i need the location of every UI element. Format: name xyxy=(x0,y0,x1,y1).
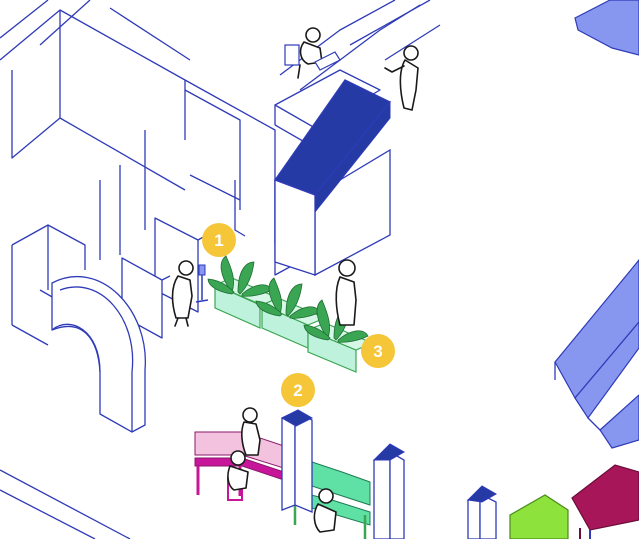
lime-block xyxy=(510,495,568,539)
marker-3: 3 xyxy=(361,334,395,368)
person-visitor xyxy=(336,260,356,325)
marker-1-label: 1 xyxy=(214,231,223,250)
marker-2: 2 xyxy=(281,373,315,407)
top-right-shape xyxy=(575,0,639,55)
marker-3-label: 3 xyxy=(373,342,382,361)
person-seated-mint-desk xyxy=(314,489,336,532)
marker-2-label: 2 xyxy=(293,381,302,400)
maroon-block xyxy=(572,465,639,530)
marker-1: 1 xyxy=(202,223,236,257)
person-seated-pink-desk xyxy=(228,451,248,490)
person-standing-pink-desk xyxy=(242,408,260,455)
person-standing-top-right xyxy=(385,46,418,110)
right-structure xyxy=(555,260,639,448)
